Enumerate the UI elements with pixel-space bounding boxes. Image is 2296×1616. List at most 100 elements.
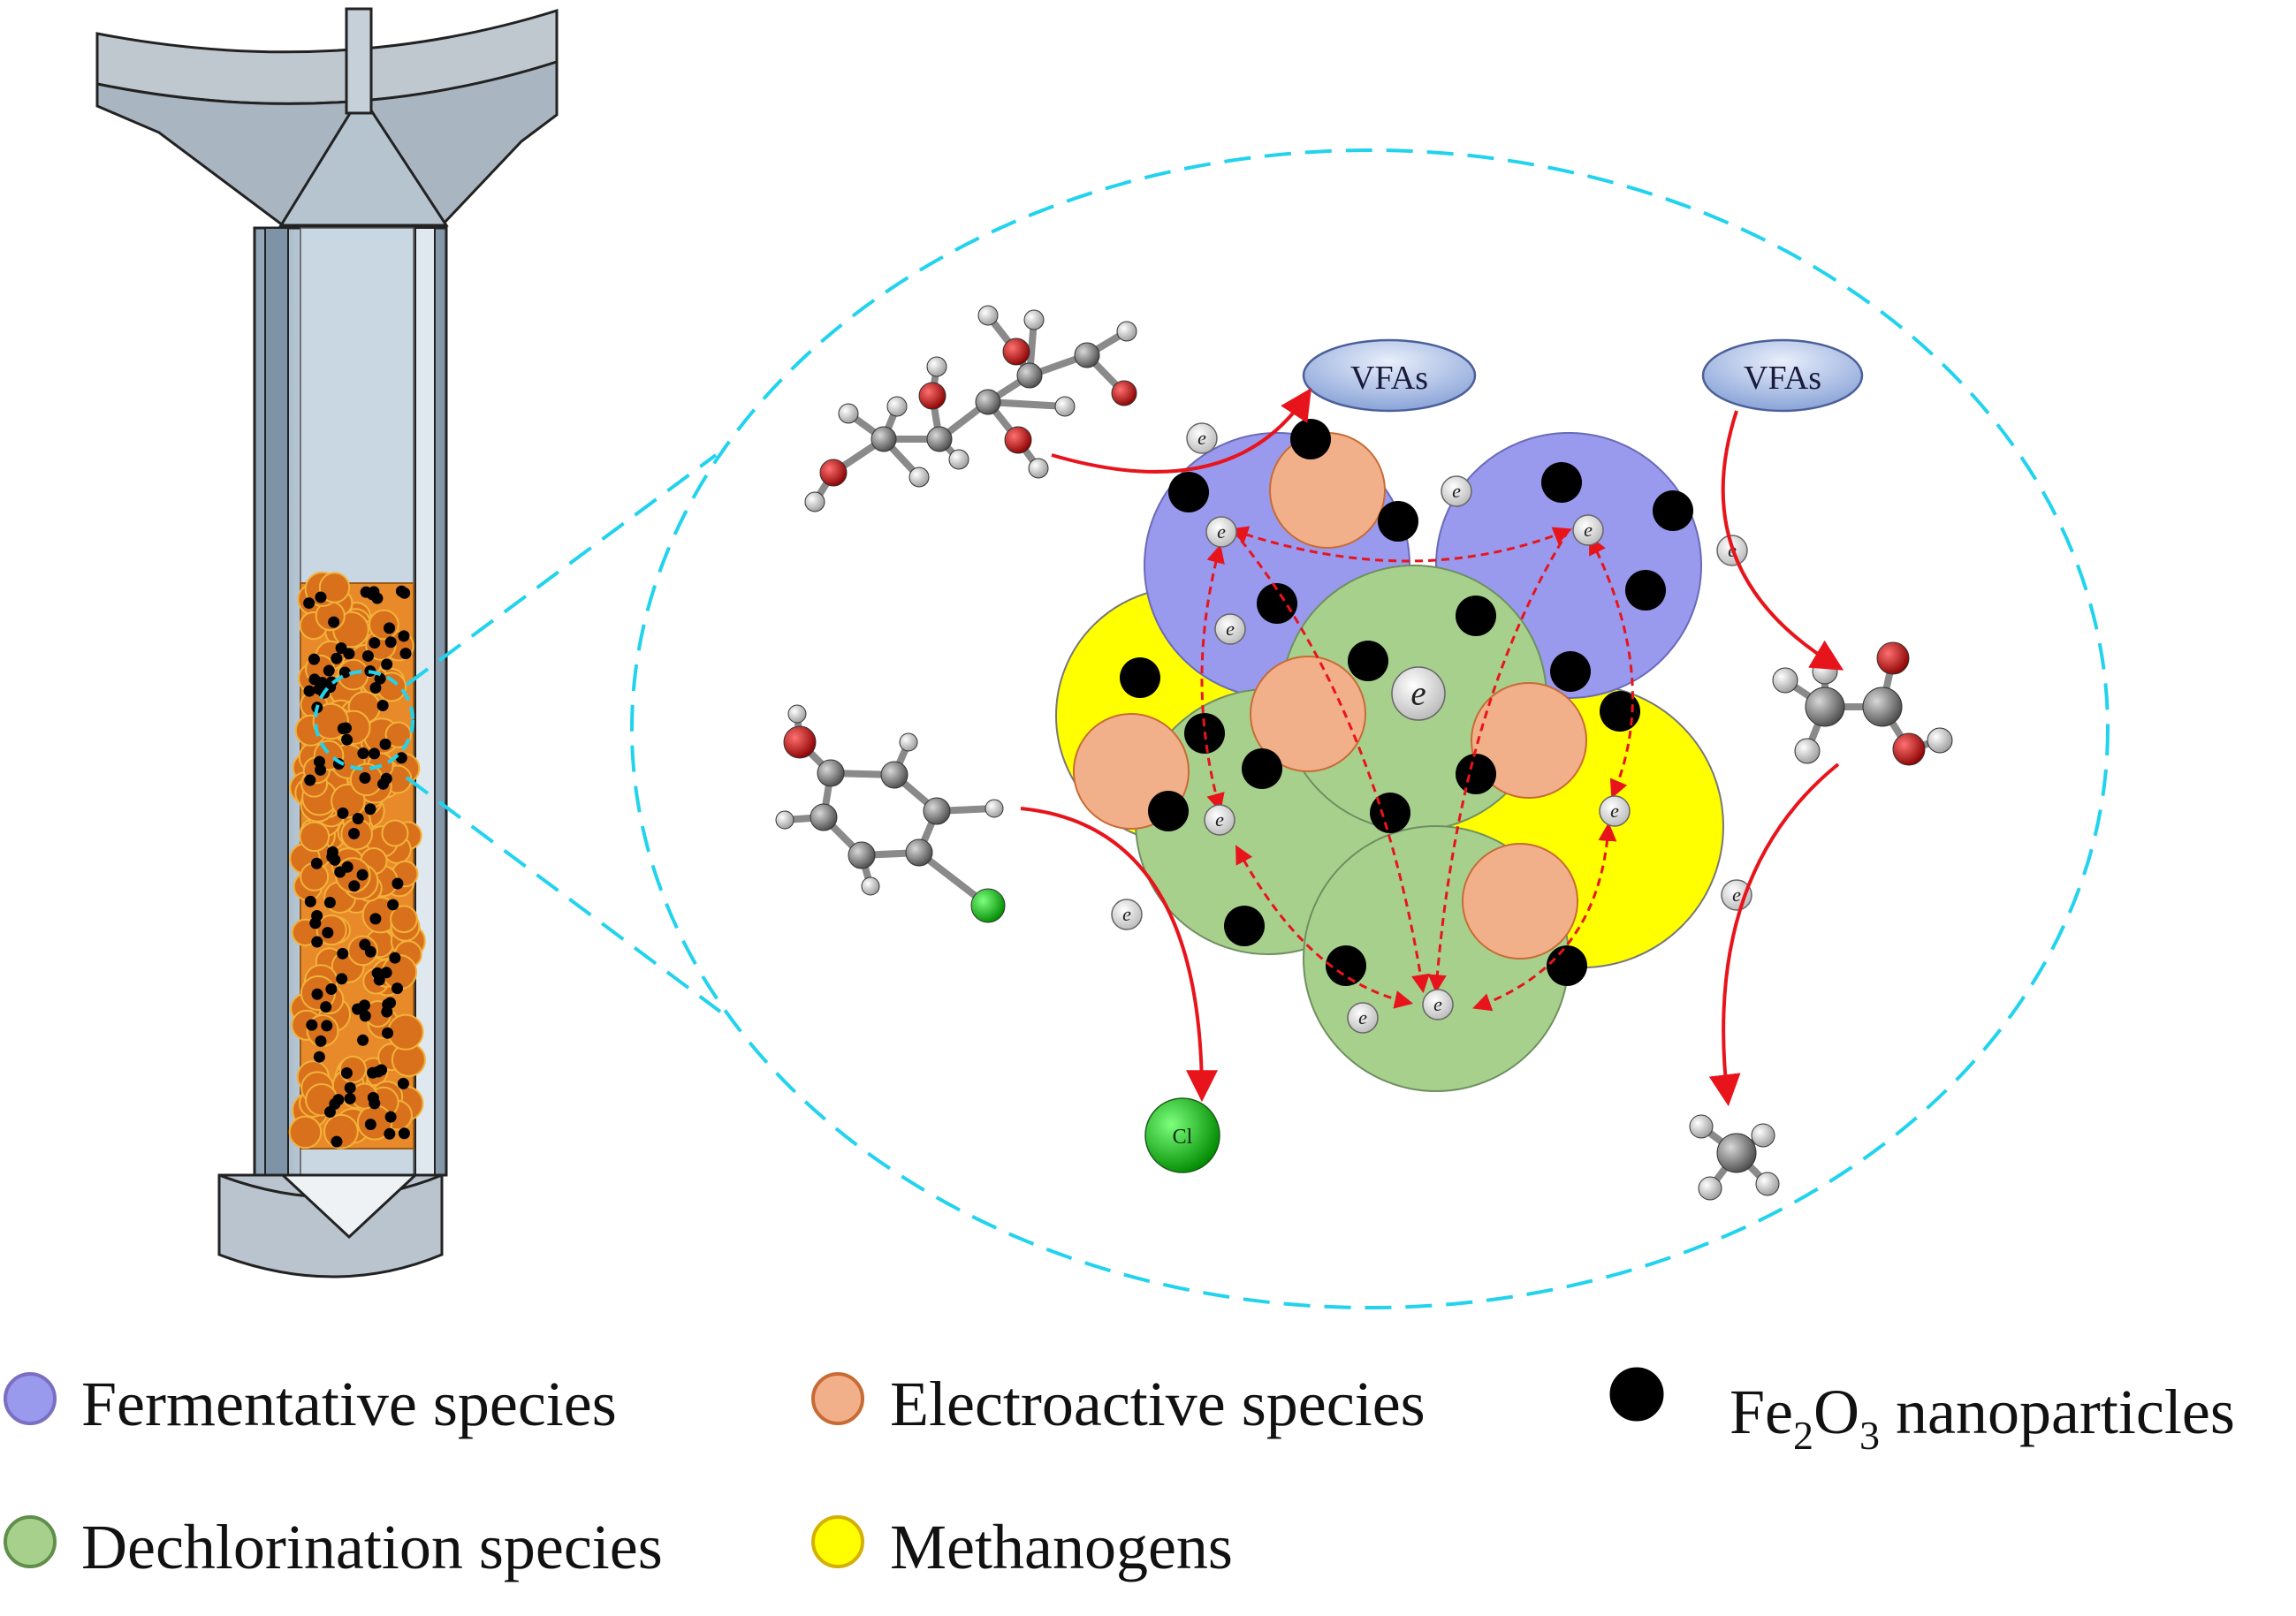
bed-nanoparticle — [384, 1111, 397, 1123]
bed-nanoparticle — [311, 988, 323, 1000]
atom — [819, 459, 848, 487]
bed-nanoparticle — [359, 1010, 371, 1022]
electroactive-cell — [1462, 843, 1578, 960]
bed-nanoparticle — [377, 778, 390, 790]
bed-nanoparticle — [356, 869, 369, 881]
atom — [899, 732, 918, 752]
bed-nanoparticle — [399, 587, 411, 599]
bed-nanoparticle — [361, 649, 374, 662]
atom — [775, 810, 794, 830]
callout-line-bottom — [405, 776, 722, 1013]
fe2o3-nanoparticle — [1257, 583, 1297, 624]
fe2o3-nanoparticle — [1168, 472, 1209, 512]
atom — [977, 305, 999, 326]
uasb-reactor-column — [95, 7, 559, 1278]
bed-nanoparticle — [384, 1127, 396, 1140]
atom — [948, 449, 969, 470]
bed-nanoparticle — [348, 880, 361, 892]
atom — [985, 799, 1004, 818]
atom — [970, 888, 1006, 923]
bed-nanoparticle — [381, 658, 393, 671]
fe2o3-nanoparticle — [1541, 462, 1582, 503]
bed-nanoparticle — [364, 803, 376, 816]
reaction-arrows — [1020, 387, 1844, 1107]
atom — [783, 725, 817, 759]
fe2o3-nanoparticles — [1120, 419, 1693, 986]
bed-nanoparticle — [304, 895, 316, 907]
fe2o3-nanoparticle — [1148, 791, 1189, 831]
acetic-acid-molecule — [1772, 641, 1953, 766]
bed-nanoparticle — [398, 1127, 410, 1140]
bed-nanoparticle — [367, 1066, 379, 1079]
bed-nanoparticle — [348, 828, 361, 840]
bed-nanoparticle — [313, 1051, 325, 1063]
bed-nanoparticle — [320, 1001, 332, 1013]
bed-nanoparticle — [303, 597, 316, 610]
atom — [905, 838, 933, 867]
atom — [871, 426, 897, 452]
atom — [787, 704, 807, 724]
electron-transfer-paths — [1200, 526, 1634, 1012]
atom — [848, 841, 876, 869]
atom — [1111, 380, 1137, 406]
atom — [1892, 732, 1926, 766]
electron-label: e — [1226, 618, 1235, 640]
bed-nanoparticle — [337, 807, 349, 819]
bed-nanoparticle — [357, 1034, 369, 1046]
bed-nanoparticle — [384, 997, 397, 1009]
electron-token: e — [1111, 899, 1143, 930]
bed-nanoparticle — [306, 1019, 318, 1031]
bed-nanoparticle — [369, 1097, 381, 1110]
bed-nanoparticle — [369, 913, 382, 925]
atom — [1755, 1172, 1780, 1196]
bed-nanoparticle — [343, 648, 355, 660]
atom — [1054, 396, 1076, 417]
bed-nanoparticle — [380, 967, 392, 979]
bed-nanoparticle — [337, 723, 349, 735]
bed-nanoparticle — [328, 616, 340, 628]
bed-nanoparticle — [384, 622, 396, 634]
bed-nanoparticle — [304, 774, 316, 786]
electron-token: e — [1422, 989, 1454, 1020]
bed-nanoparticle — [398, 630, 410, 642]
electron-token: e — [1441, 475, 1472, 507]
bed-nanoparticle — [341, 861, 354, 873]
fe2o3-nanoparticle — [1224, 906, 1265, 946]
chloride-label: Cl — [1173, 1126, 1193, 1149]
atom — [804, 491, 825, 512]
vfas-label-right: VFAs — [1744, 360, 1821, 397]
atom — [810, 803, 838, 831]
vfas-label-left: VFAs — [1350, 360, 1428, 397]
atom — [880, 761, 909, 789]
bed-nanoparticle — [392, 982, 404, 995]
fe2o3-nanoparticle — [1378, 501, 1418, 542]
bed-granule — [384, 721, 412, 748]
electron-token: e — [1214, 613, 1246, 645]
electron-token: e — [1391, 666, 1446, 721]
arrow-vfas-to-acetate — [1721, 410, 1844, 671]
bed-nanoparticle — [364, 1119, 376, 1131]
bed-nanoparticle — [373, 974, 385, 986]
bed-nanoparticle — [357, 747, 369, 760]
electron-label: e — [1610, 800, 1619, 822]
bed-nanoparticle — [331, 1135, 343, 1148]
bed-nanoparticle — [337, 947, 349, 960]
bed-nanoparticle — [329, 1097, 341, 1110]
bed-nanoparticle — [392, 877, 404, 890]
atom — [1805, 687, 1845, 727]
bed-nanoparticle — [369, 682, 382, 694]
legend-label-electroactive: Electroactive species — [890, 1369, 1425, 1439]
atom — [975, 389, 1001, 415]
atom — [1772, 667, 1798, 694]
bed-granule — [288, 1115, 323, 1149]
electron-token: e — [1347, 1002, 1379, 1034]
vfas-bubble-right: VFAs — [1701, 338, 1864, 413]
bed-nanoparticle — [325, 676, 338, 688]
fe2o3-nanoparticle — [1370, 793, 1410, 833]
bed-nanoparticle — [397, 1077, 409, 1089]
atom — [926, 356, 947, 377]
bed-nanoparticle — [303, 685, 316, 697]
bed-granule — [390, 905, 418, 934]
bed-nanoparticle — [326, 851, 338, 863]
